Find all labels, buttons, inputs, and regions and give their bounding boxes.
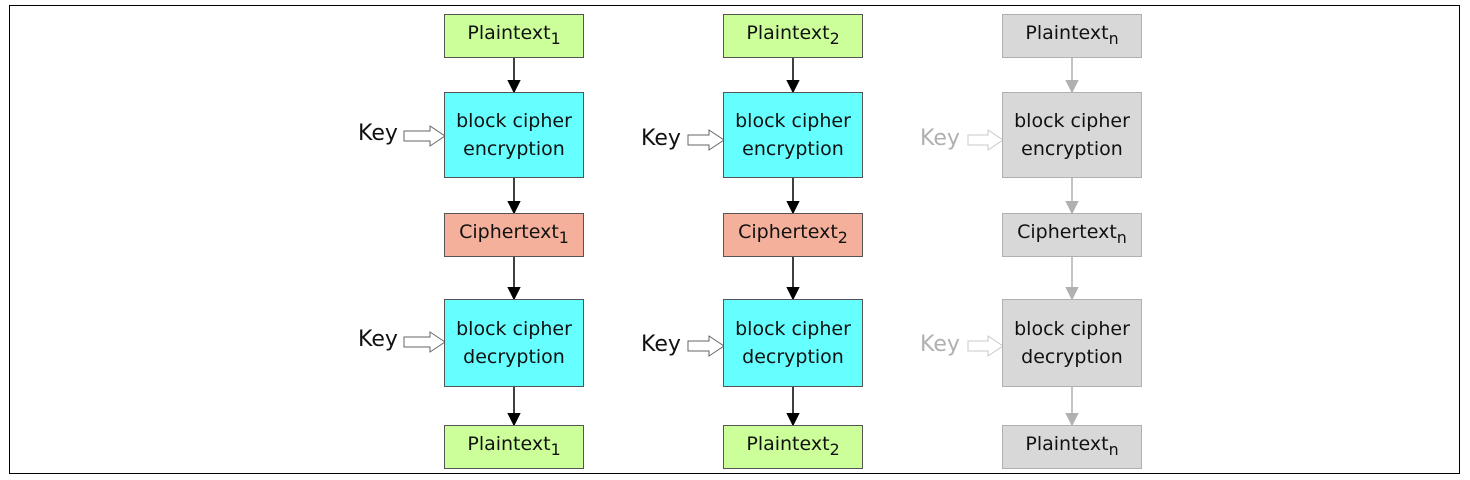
key-arrow-c1-enc-icon [403, 125, 446, 147]
key-arrow-c2-enc-icon [687, 129, 725, 151]
c3-plaintext-top: Plaintextn [1002, 14, 1142, 58]
c2-key-dec-label: Key [641, 332, 681, 357]
c1-plaintext-top: Plaintext1 [444, 14, 584, 58]
c3-key-dec-label: Key [920, 332, 960, 357]
c2-key-enc-label: Key [641, 126, 681, 151]
c1-plaintext-bottom: Plaintext1 [444, 425, 584, 469]
c1-key-enc-label: Key [358, 121, 398, 146]
c1-ciphertext: Ciphertext1 [444, 213, 584, 257]
key-arrow-c1-dec-icon [403, 331, 446, 353]
c3-ciphertext: Ciphertextn [1002, 213, 1142, 257]
key-arrow-c3-enc-icon [967, 129, 1004, 151]
diagram-frame [9, 5, 1460, 474]
c3-key-enc-label: Key [920, 126, 960, 151]
c1-key-dec-label: Key [358, 327, 398, 352]
key-arrow-c2-dec-icon [687, 335, 725, 357]
key-arrow-c3-dec-icon [967, 335, 1004, 357]
c2-ciphertext: Ciphertext2 [723, 213, 863, 257]
c2-plaintext-bottom: Plaintext2 [723, 425, 863, 469]
c2-plaintext-top: Plaintext2 [723, 14, 863, 58]
c3-plaintext-bottom: Plaintextn [1002, 425, 1142, 469]
